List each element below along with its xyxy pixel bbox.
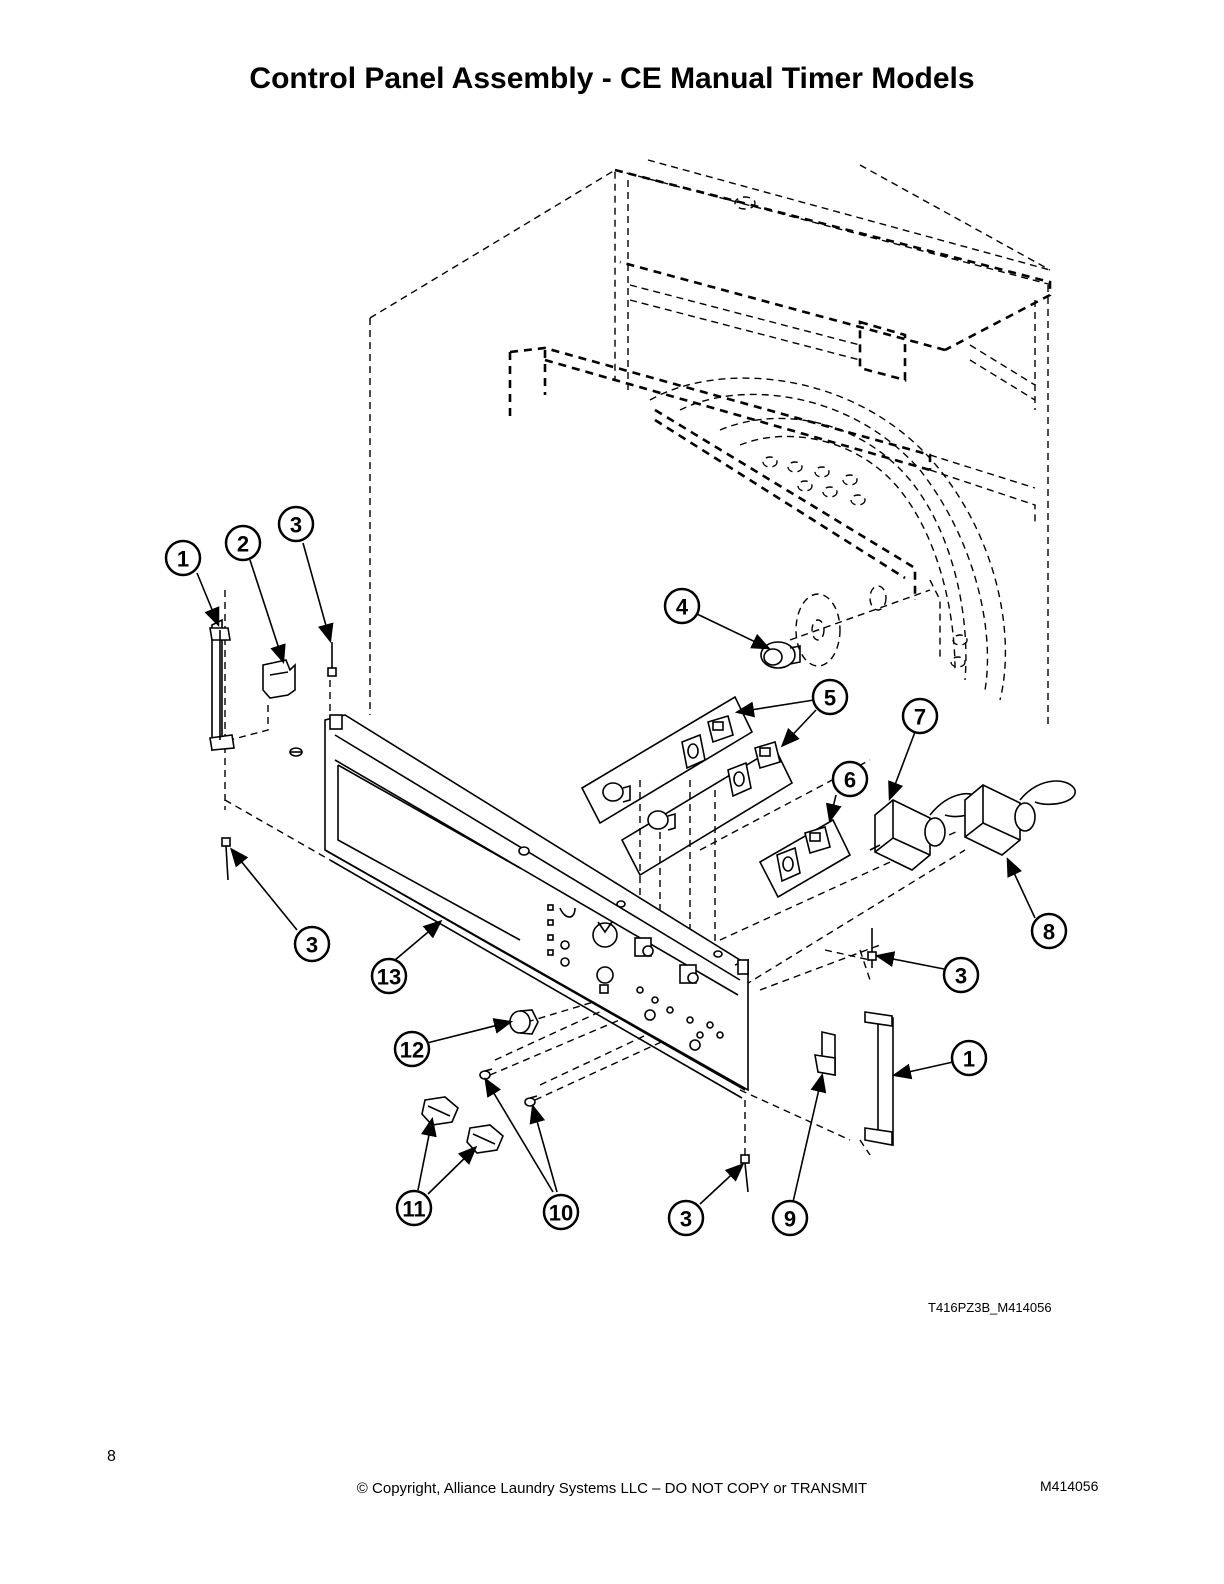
timer-part-8 xyxy=(964,780,1076,856)
svg-text:5: 5 xyxy=(824,686,836,711)
svg-text:2: 2 xyxy=(237,532,249,557)
callout-3-right: 3 xyxy=(942,956,980,994)
page-title: Control Panel Assembly - CE Manual Timer… xyxy=(249,62,975,95)
push-button-part-12 xyxy=(509,1009,539,1035)
svg-text:8: 8 xyxy=(1043,920,1055,945)
indicator-light-assembly-part-5 xyxy=(580,695,794,877)
svg-text:6: 6 xyxy=(844,768,856,793)
callout-11: 11 xyxy=(395,1189,433,1227)
page-number: 8 xyxy=(107,1448,116,1465)
rivet-upper-left xyxy=(327,642,337,677)
callout-3-left: 3 xyxy=(293,925,331,963)
panel-graphics xyxy=(547,904,724,1051)
cabinet-frame xyxy=(369,159,1053,725)
timer-part-7 xyxy=(869,793,982,871)
callout-1-right: 1 xyxy=(950,1039,988,1077)
figure-code: T416PZ3B_M414056 xyxy=(928,1300,1052,1315)
svg-text:3: 3 xyxy=(290,513,302,538)
callout-2: 2 xyxy=(224,524,262,562)
svg-text:3: 3 xyxy=(955,964,967,989)
rivet-right xyxy=(867,928,877,968)
model-number: M414056 xyxy=(1040,1478,1099,1494)
bracket-part-9 xyxy=(814,1030,836,1077)
svg-text:13: 13 xyxy=(377,965,401,990)
svg-text:1: 1 xyxy=(963,1047,975,1072)
knob-part-11-lower xyxy=(466,1124,504,1154)
callout-6: 6 xyxy=(831,760,869,798)
svg-text:11: 11 xyxy=(402,1197,425,1222)
callout-1-left: 1 xyxy=(164,539,202,577)
rear-washer-ghost xyxy=(789,585,931,667)
callout-10: 10 xyxy=(542,1193,580,1231)
svg-text:4: 4 xyxy=(676,595,689,620)
push-button-part-4 xyxy=(760,641,801,669)
screw-part-10-lower xyxy=(524,1095,538,1107)
callout-8: 8 xyxy=(1030,912,1068,950)
svg-text:12: 12 xyxy=(400,1038,424,1063)
svg-text:10: 10 xyxy=(549,1201,573,1226)
switch-assembly-part-6 xyxy=(758,818,852,899)
drum-perforations xyxy=(762,456,968,668)
callout-12: 12 xyxy=(393,1030,431,1068)
copyright-notice: © Copyright, Alliance Laundry Systems LL… xyxy=(356,1480,868,1497)
control-panel-part-13 xyxy=(324,714,749,1099)
end-bracket-right-part-1 xyxy=(864,1011,894,1147)
rivet-lower-left xyxy=(221,837,231,881)
callout-3-top: 3 xyxy=(277,505,315,543)
screw-panel-left xyxy=(289,747,303,757)
callout-13: 13 xyxy=(370,957,408,995)
svg-text:9: 9 xyxy=(784,1207,796,1232)
svg-text:3: 3 xyxy=(306,933,318,958)
rivet-bottom xyxy=(740,1154,750,1193)
svg-text:7: 7 xyxy=(914,705,926,730)
callout-4: 4 xyxy=(663,587,701,625)
screw-part-10-upper xyxy=(479,1068,493,1080)
callout-3-bottom: 3 xyxy=(667,1199,705,1237)
end-bracket-left-part-1 xyxy=(209,618,235,752)
leader-lines xyxy=(196,542,1036,1205)
callout-5: 5 xyxy=(811,678,849,716)
svg-text:1: 1 xyxy=(177,547,189,572)
svg-text:3: 3 xyxy=(680,1207,692,1232)
callout-9: 9 xyxy=(771,1199,809,1237)
knob-part-11-upper xyxy=(421,1096,459,1126)
callout-7: 7 xyxy=(901,697,939,735)
clip-part-2 xyxy=(262,659,296,699)
